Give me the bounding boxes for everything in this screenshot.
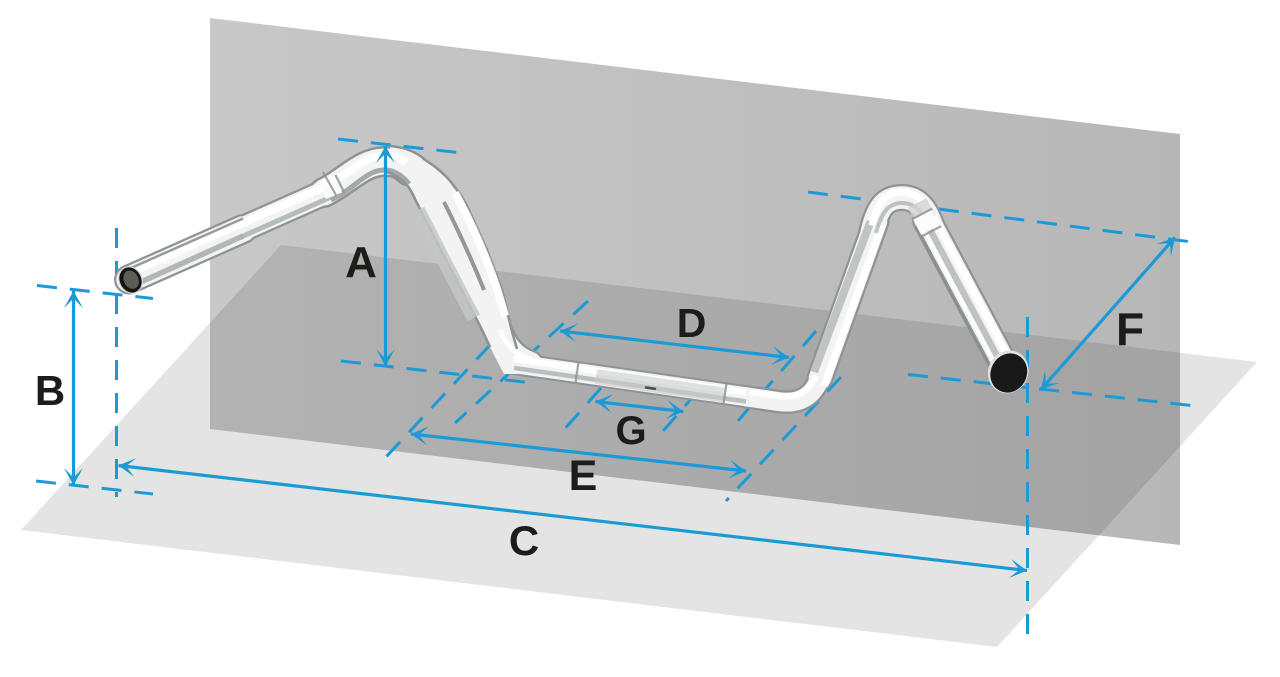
svg-text:D: D	[677, 300, 707, 346]
svg-text:B: B	[35, 367, 65, 414]
svg-text:A: A	[345, 238, 377, 287]
svg-text:F: F	[1116, 303, 1144, 355]
svg-text:E: E	[569, 452, 598, 500]
svg-text:G: G	[615, 409, 646, 453]
svg-text:C: C	[509, 517, 539, 564]
